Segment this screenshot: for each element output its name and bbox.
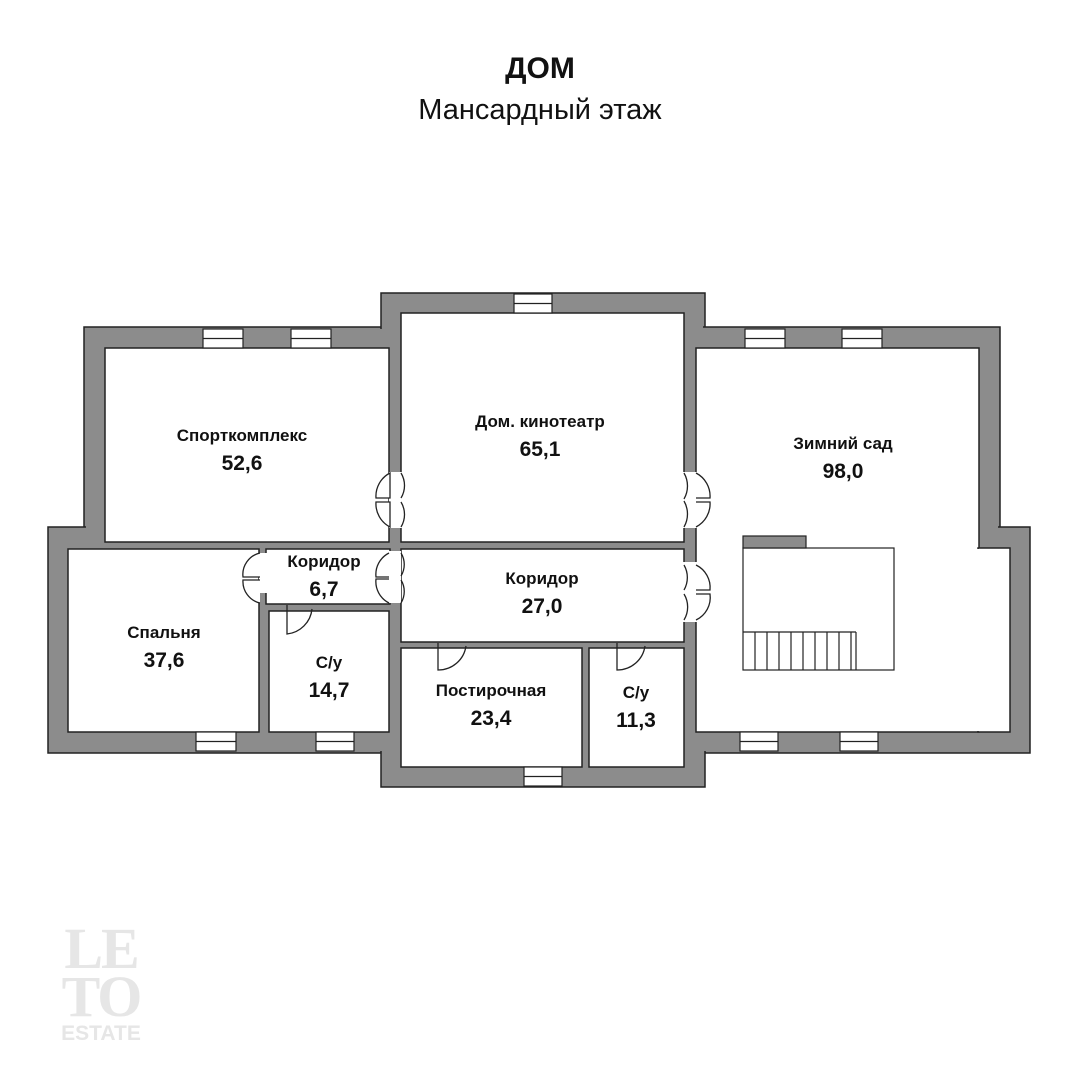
watermark-logo-bottom: ESTATE (61, 1022, 141, 1045)
doors (242, 471, 711, 671)
door-cinema-garden (683, 472, 711, 528)
door-laundry (437, 643, 467, 671)
windows (195, 293, 883, 787)
label-bedroom-area: 37,6 (144, 649, 185, 672)
label-laundry-area: 23,4 (471, 707, 512, 730)
label-garden-name: Зимний сад (793, 434, 893, 453)
window (195, 731, 237, 752)
window (315, 731, 355, 752)
window (839, 731, 879, 752)
plan-title: ДОМ (505, 52, 575, 85)
label-corridor-big-name: Коридор (505, 569, 578, 588)
room-bath-right (588, 647, 685, 768)
window (523, 766, 563, 787)
staircase (742, 535, 895, 671)
room-corridor-big (400, 548, 685, 643)
label-sport-name: Спорткомплекс (177, 426, 307, 445)
watermark-logo-top: LE (64, 916, 137, 981)
window (513, 293, 553, 314)
label-cinema-name: Дом. кинотеатр (475, 412, 605, 431)
label-bath-right-name: С/у (623, 683, 650, 702)
door-sport-cinema (375, 471, 391, 529)
label-corridor-small-area: 6,7 (309, 578, 338, 601)
watermark-logo: LE TO ESTATE (61, 916, 142, 1045)
room-bath-left (268, 610, 390, 733)
window (841, 328, 883, 349)
room-garden (695, 347, 980, 733)
window (202, 328, 244, 349)
door-bedroom-corridor (242, 552, 261, 604)
door-bath-left (286, 605, 313, 635)
window (290, 328, 332, 349)
label-bath-left-name: С/у (316, 653, 343, 672)
label-sport-area: 52,6 (222, 452, 263, 475)
window (744, 328, 786, 349)
label-bath-right-area: 11,3 (616, 709, 656, 732)
label-garden-area: 98,0 (823, 460, 864, 483)
watermark-logo-mid: TO (62, 964, 141, 1029)
label-corridor-small-name: Коридор (287, 552, 360, 571)
door-corridor-garden (683, 564, 711, 621)
plan-subtitle: Мансардный этаж (418, 94, 662, 126)
door-corridors (375, 552, 405, 604)
label-corridor-big-area: 27,0 (522, 595, 563, 618)
label-bedroom-name: Спальня (127, 623, 200, 642)
window (739, 731, 779, 752)
room-garden-ext (977, 547, 1011, 733)
label-bath-left-area: 14,7 (309, 679, 350, 702)
room-cinema (400, 312, 685, 543)
room-sport (104, 347, 390, 543)
label-cinema-area: 65,1 (520, 438, 561, 461)
room-bedroom (67, 548, 260, 733)
label-laundry-name: Постирочная (436, 681, 546, 700)
room-laundry (400, 647, 583, 768)
door-bath-right (616, 643, 646, 671)
